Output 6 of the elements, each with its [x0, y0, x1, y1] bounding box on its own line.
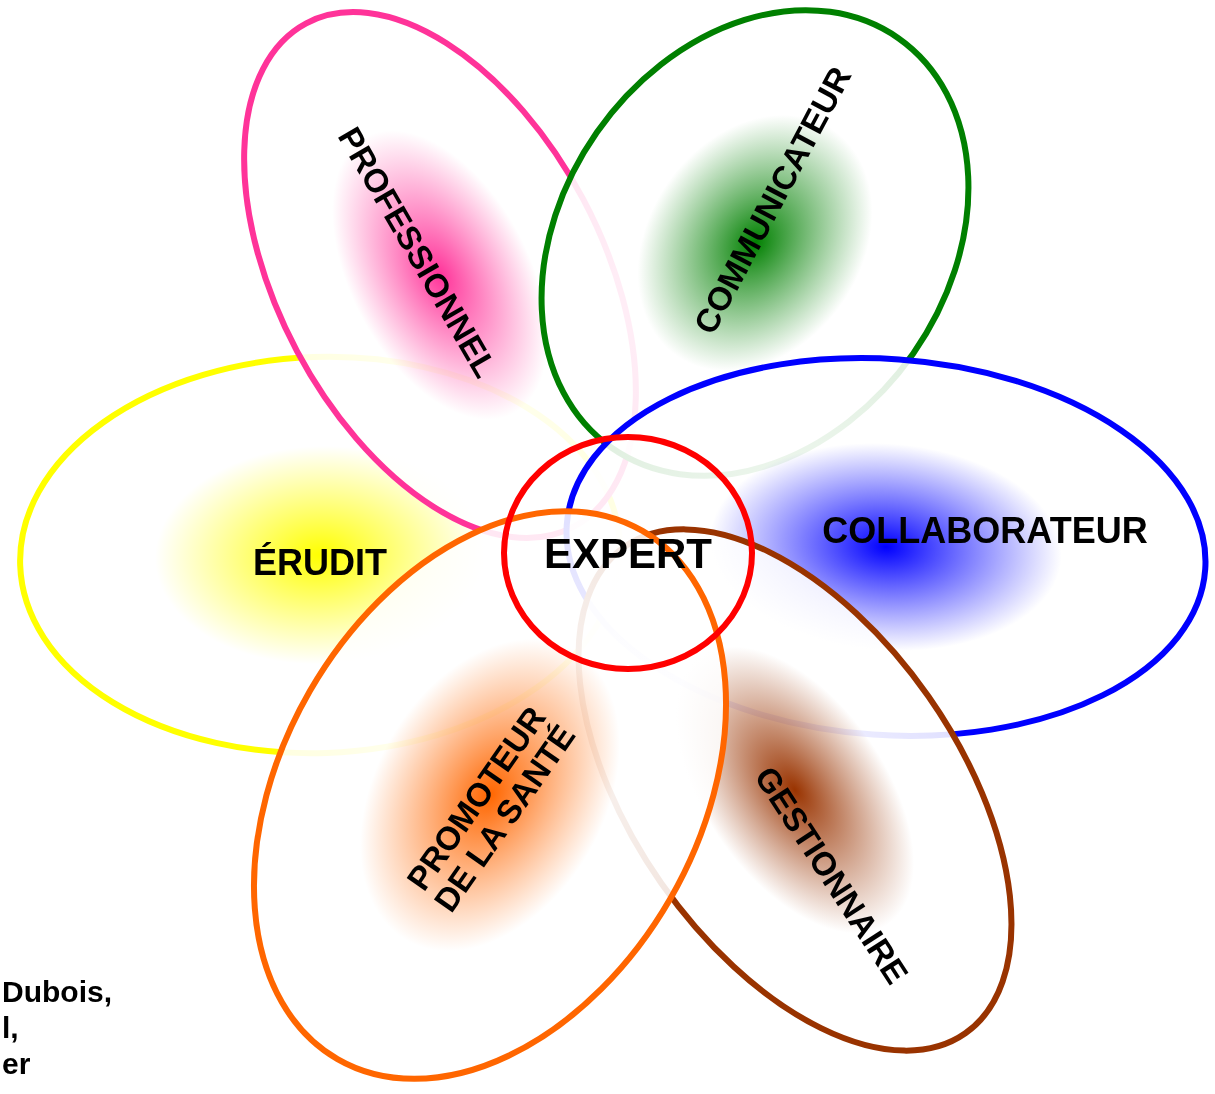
- core-circle: [501, 434, 755, 672]
- note-text: l,: [2, 1011, 19, 1045]
- note-text: er: [2, 1047, 31, 1081]
- role-label: COLLABORATEUR: [822, 509, 1148, 551]
- note-text: Dubois,: [2, 975, 112, 1009]
- role-label: ÉRUDIT: [253, 541, 387, 583]
